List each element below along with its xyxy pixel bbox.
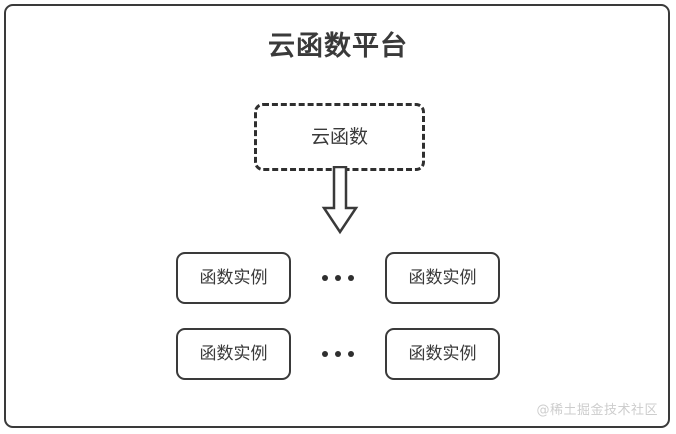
watermark: @稀土掘金技术社区 xyxy=(536,403,658,418)
instance-row-1: 函数实例 函数实例 xyxy=(0,252,676,304)
function-instance-box: 函数实例 xyxy=(385,252,500,304)
ellipsis-icon xyxy=(291,351,385,357)
function-instance-box: 函数实例 xyxy=(176,328,291,380)
ellipsis-dot xyxy=(348,275,354,281)
function-instance-label: 函数实例 xyxy=(408,267,477,288)
ellipsis-dot xyxy=(322,275,328,281)
function-instance-box: 函数实例 xyxy=(176,252,291,304)
instance-row-2: 函数实例 函数实例 xyxy=(0,328,676,380)
function-instance-label: 函数实例 xyxy=(199,267,268,288)
page-title: 云函数平台 xyxy=(268,31,408,62)
ellipsis-dot xyxy=(335,275,341,281)
function-instance-label: 函数实例 xyxy=(199,343,268,364)
function-instance-box: 函数实例 xyxy=(385,328,500,380)
ellipsis-dot xyxy=(335,351,341,357)
ellipsis-dot xyxy=(322,351,328,357)
cloud-function-node-label: 云函数 xyxy=(310,125,368,148)
arrow-down-block-icon xyxy=(320,165,360,236)
ellipsis-dot xyxy=(348,351,354,357)
ellipsis-icon xyxy=(291,275,385,281)
cloud-function-node: 云函数 xyxy=(254,103,425,171)
function-instance-label: 函数实例 xyxy=(408,343,477,364)
